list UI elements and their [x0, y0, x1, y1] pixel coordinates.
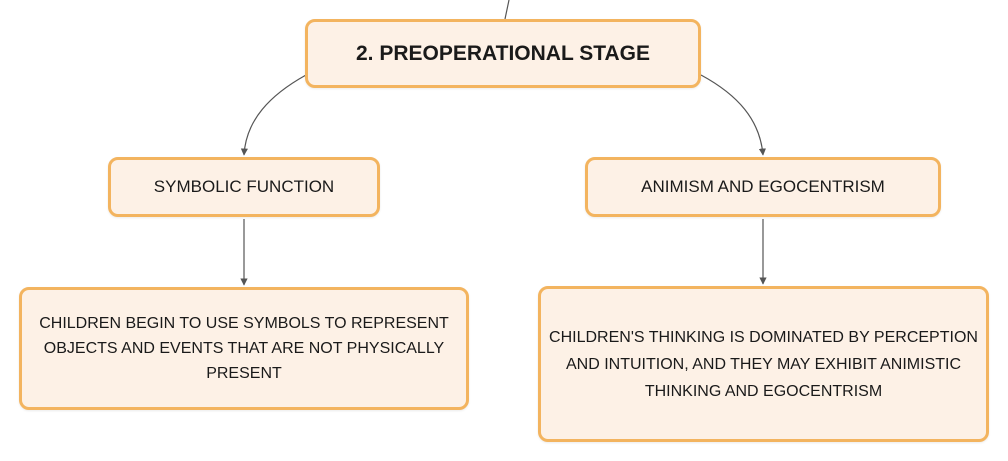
- symbolic-function-node[interactable]: SYMBOLIC FUNCTION: [108, 157, 380, 217]
- connector-root-to-animism: [700, 74, 767, 156]
- symbolic-function-label: SYMBOLIC FUNCTION: [153, 177, 335, 196]
- incoming-connector: [504, 0, 510, 20]
- animism-egocentrism-node[interactable]: ANIMISM AND EGOCENTRISM: [585, 157, 941, 217]
- symbolic-function-description-node[interactable]: CHILDREN BEGIN TO USE SYMBOLS TO REPRESE…: [19, 287, 469, 410]
- animism-egocentrism-description-node[interactable]: CHILDREN'S THINKING IS DOMINATED BY PERC…: [538, 286, 989, 442]
- animism-egocentrism-description: CHILDREN'S THINKING IS DOMINATED BY PERC…: [549, 328, 978, 400]
- connector-root-to-symbolic-function: [240, 74, 307, 156]
- root-node-label: 2. PREOPERATIONAL STAGE: [355, 41, 651, 65]
- animism-egocentrism-label: ANIMISM AND EGOCENTRISM: [641, 177, 885, 196]
- root-node[interactable]: 2. PREOPERATIONAL STAGE: [305, 19, 701, 88]
- symbolic-function-description: CHILDREN BEGIN TO USE SYMBOLS TO REPRESE…: [39, 315, 449, 382]
